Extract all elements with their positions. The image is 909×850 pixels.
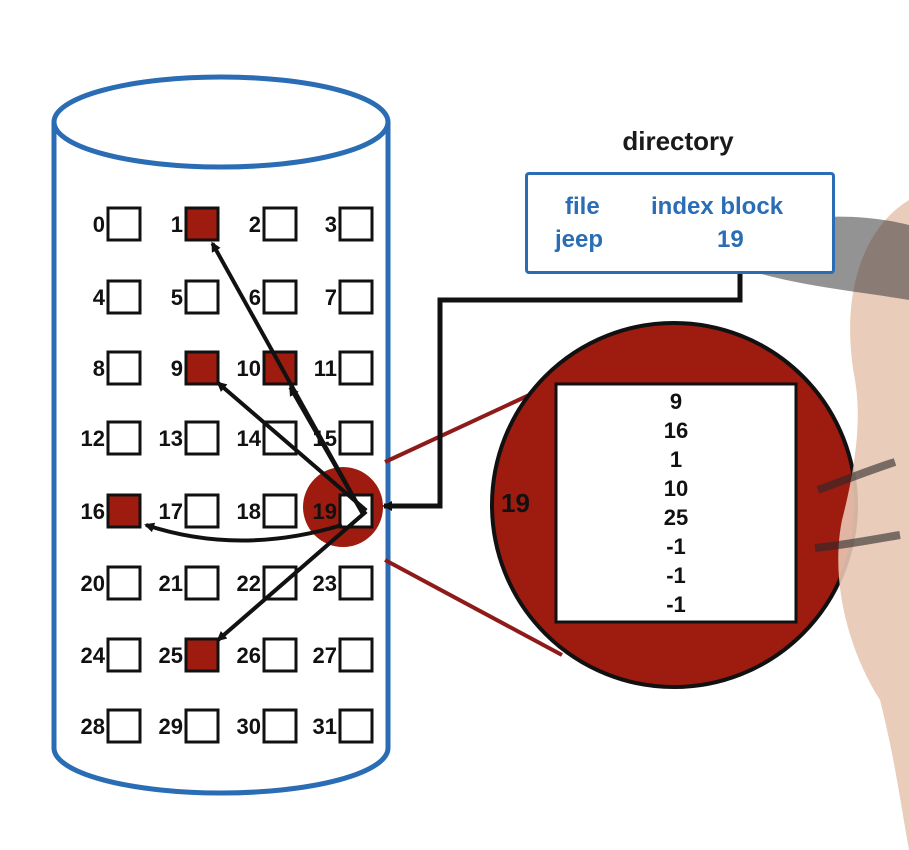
disk-block-number: 2 [249,212,261,237]
index-entry: -1 [666,563,686,588]
disk-block-number: 29 [159,714,183,739]
disk-block-9 [184,350,220,386]
index-entry: -1 [666,592,686,617]
disk-block-number: 3 [325,212,337,237]
index-block-zoom-label: 19 [501,488,530,518]
disk-block-3 [338,206,374,242]
index-entry: 1 [669,447,683,472]
disk-block-5 [184,279,220,315]
disk-block-12 [106,420,142,456]
disk-block-2 [262,206,298,242]
directory-title: directory [622,126,734,156]
directory-col-file: file [565,193,600,220]
disk-block-number: 19 [313,499,337,524]
disk-block-0 [106,206,142,242]
disk-block-number: 10 [237,356,261,381]
disk-block-number: 12 [81,426,105,451]
directory-entry-index-block: 19 [717,226,744,253]
disk-block-number: 31 [313,714,337,739]
disk-block-6 [262,279,298,315]
index-entry: 16 [663,418,689,443]
disk-block-16 [106,493,142,529]
index-block-entries: 9 16 1 10 25 -1 -1 -1 [556,387,796,619]
disk-block-number: 30 [237,714,261,739]
disk-block-1 [184,206,220,242]
disk-block-number: 6 [249,285,261,310]
disk-block-number: 25 [159,643,183,668]
disk-block-number: 18 [237,499,261,524]
disk-block-26 [262,637,298,673]
disk-block-number: 22 [237,571,261,596]
disk-block-number: 14 [237,426,262,451]
disk-block-number: 13 [159,426,183,451]
disk-block-number: 5 [171,285,183,310]
disk-block-number: 17 [159,499,183,524]
pointer-arrow-to-block-16 [144,522,343,543]
pointer-arrow-to-block-25 [216,509,368,642]
disk-block-21 [184,565,220,601]
disk-block-15 [338,420,374,456]
disk-block-number: 7 [325,285,337,310]
disk-block-25 [184,637,220,673]
disk-block-number: 1 [171,212,183,237]
disk-block-number: 27 [313,643,337,668]
disk-block-27 [338,637,374,673]
disk-block-18 [262,493,298,529]
disk-block-number: 24 [81,643,106,668]
disk-block-number: 20 [81,571,105,596]
disk-block-number: 23 [313,571,337,596]
disk-block-number: 8 [93,356,105,381]
disk-block-number: 21 [159,571,183,596]
disk-block-8 [106,350,142,386]
disk-block-number: 16 [81,499,105,524]
disk-block-number: 11 [314,356,337,381]
disk-block-28 [106,708,142,744]
disk-block-29 [184,708,220,744]
disk-block-24 [106,637,142,673]
disk-block-30 [262,708,298,744]
directory-pointer-arrow [382,252,743,511]
disk-block-23 [338,565,374,601]
disk-block-number: 26 [237,643,261,668]
disk-block-number: 28 [81,714,105,739]
disk-block-number: 0 [93,212,105,237]
disk-block-4 [106,279,142,315]
index-entry: 9 [669,389,683,414]
index-pointer-arrows [144,241,368,642]
disk-block-22 [262,565,298,601]
disk-block-20 [106,565,142,601]
disk-block-7 [338,279,374,315]
zoom-connector-bottom [384,558,563,657]
disk-block-13 [184,420,220,456]
cylinder-top [51,74,391,170]
directory-col-index-block: index block [651,193,784,220]
index-entry: -1 [666,534,686,559]
pointer-arrow-to-block-10 [288,385,365,515]
disk-block-number: 4 [93,285,106,310]
index-block-table [554,382,798,624]
disk-block-number: 9 [171,356,183,381]
disk-block-31 [338,708,374,744]
directory-table [525,172,835,274]
pointer-arrow-to-block-9 [216,381,368,513]
directory-entry-file: jeep [555,226,604,253]
disk-block-17 [184,493,220,529]
index-entry: 10 [663,476,689,501]
zoom-connector-top [384,388,541,464]
index-entry: 25 [663,505,689,530]
disk-block-11 [338,350,374,386]
